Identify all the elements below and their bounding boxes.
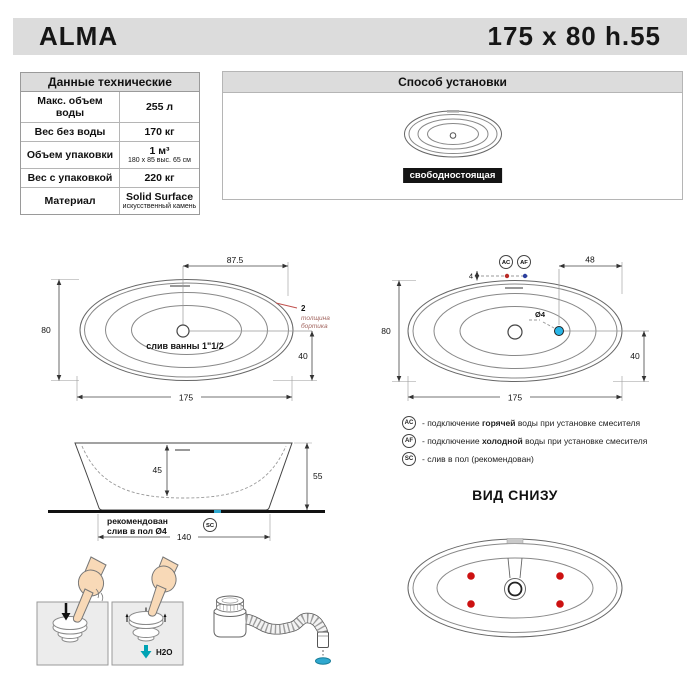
dim-faucet-offset: 4 bbox=[469, 272, 473, 281]
drain-siphon-illustration bbox=[213, 595, 331, 665]
legend-text: - подключение холодной воды при установк… bbox=[422, 435, 648, 446]
af-badge: AF bbox=[402, 433, 416, 448]
bottom-view-title: ВИД СНИЗУ bbox=[472, 487, 558, 503]
row-value-main: Solid Surface bbox=[125, 191, 194, 203]
foot-marker bbox=[556, 572, 564, 580]
row-label: Материал bbox=[21, 188, 120, 214]
touching-hand-icon bbox=[147, 556, 179, 617]
foot-marker bbox=[467, 600, 475, 608]
table-row: Объем упаковки 1 м³ 180 x 85 выс. 65 см bbox=[21, 142, 199, 169]
hole-diameter-label: Ø4 bbox=[535, 310, 546, 319]
floor-drain-note-2: слив в пол Ø4 bbox=[107, 526, 167, 536]
table-row: Макс. объем воды 255 л bbox=[21, 92, 199, 123]
model-name: ALMA bbox=[39, 21, 119, 51]
dim-total-height: 55 bbox=[313, 471, 323, 481]
siphon-cap bbox=[216, 595, 244, 606]
hose-end-pipe bbox=[317, 631, 329, 648]
row-label: Макс. объем воды bbox=[21, 92, 120, 122]
row-value: Solid Surface искусственный камень bbox=[120, 188, 199, 214]
row-value: 1 м³ 180 x 85 выс. 65 см bbox=[120, 142, 199, 168]
bottom-view-drawing bbox=[407, 538, 623, 638]
ac-badge bbox=[499, 255, 513, 269]
tub-inner-contour bbox=[81, 445, 287, 499]
legend: AC - подключение горячей воды при устано… bbox=[402, 415, 648, 470]
drain-usage-icons: H2O bbox=[36, 556, 184, 666]
cold-water-dot bbox=[522, 273, 528, 279]
hole-leader bbox=[529, 319, 555, 329]
foot-marker bbox=[556, 600, 564, 608]
installation-box: Способ установки свободностоящая bbox=[222, 71, 683, 200]
freestanding-tub-icon bbox=[404, 110, 502, 158]
table-row: Вес без воды 170 кг bbox=[21, 123, 199, 142]
dim-height: 80 bbox=[41, 325, 51, 335]
model-size: 175 x 80 h.55 bbox=[487, 21, 661, 51]
drain-hole bbox=[176, 324, 190, 338]
legend-row-af: AF - подключение холодной воды при устан… bbox=[402, 433, 648, 448]
af-badge bbox=[517, 255, 531, 269]
dim-length: 175 bbox=[508, 393, 522, 403]
row-value: 220 кг bbox=[144, 172, 175, 184]
h2o-label: H2O bbox=[156, 648, 172, 657]
table-row: Материал Solid Surface искусственный кам… bbox=[21, 188, 199, 214]
dim-hole-to-edge: 40 bbox=[630, 351, 640, 361]
legend-text: - подключение горячей воды при установке… bbox=[422, 417, 641, 428]
tub-profile bbox=[74, 442, 293, 511]
row-value: 255 л bbox=[145, 101, 174, 113]
rim-thickness-value: 2 bbox=[301, 304, 306, 313]
installation-title: Способ установки bbox=[223, 72, 682, 93]
dim-depth: 45 bbox=[153, 465, 163, 475]
ac-badge-label: AC bbox=[502, 260, 511, 266]
dim-height: 80 bbox=[381, 326, 391, 336]
corrugated-hose bbox=[245, 612, 329, 635]
hot-water-dot bbox=[504, 273, 510, 279]
row-label: Вес с упаковкой bbox=[21, 169, 120, 187]
siphon-body bbox=[213, 612, 247, 638]
row-value-sub: искусственный камень bbox=[122, 203, 197, 210]
legend-row-sc: SC - слив в пол (рекомендован) bbox=[402, 451, 647, 466]
foot-marker bbox=[467, 572, 475, 580]
drain-plug-open bbox=[128, 611, 164, 625]
row-label: Объем упаковки bbox=[21, 142, 120, 168]
dim-half-width: 87.5 bbox=[227, 255, 244, 265]
dim-length: 175 bbox=[179, 393, 193, 403]
dim-drain-to-edge: 40 bbox=[298, 351, 308, 361]
drain-size-label: слив ванны 1"1/2 bbox=[146, 341, 224, 351]
row-value-main: 1 м³ bbox=[149, 145, 170, 157]
row-value-sub: 180 x 85 выс. 65 см bbox=[128, 157, 191, 164]
row-value: 170 кг bbox=[144, 126, 175, 138]
table-row: Вес с упаковкой 220 кг bbox=[21, 169, 199, 188]
pressing-hand-icon bbox=[72, 556, 107, 623]
side-view-drawing: SC 45 55 140 рекомендован слив в пол Ø4 bbox=[48, 442, 325, 542]
rim-leader-line bbox=[275, 302, 298, 309]
tech-table-title: Данные технические bbox=[21, 73, 199, 92]
floor-drain-note-1: рекомендован bbox=[107, 516, 168, 526]
ac-badge: AC bbox=[402, 415, 416, 430]
faucet-hole-dot bbox=[554, 326, 564, 336]
overflow-mark bbox=[506, 538, 524, 544]
floor-drain-hole bbox=[315, 657, 331, 665]
legend-row-ac: AC - подключение горячей воды при устано… bbox=[402, 415, 647, 430]
dim-hole-offset: 48 bbox=[585, 255, 595, 265]
drain-hole bbox=[507, 324, 523, 340]
row-label: Вес без воды bbox=[21, 123, 120, 141]
sc-badge: SC bbox=[402, 451, 416, 466]
tech-table: Данные технические Макс. объем воды 255 … bbox=[20, 72, 200, 215]
header-bar: ALMA 175 x 80 h.55 bbox=[13, 18, 687, 55]
top-view-drawing: 87.5 80 40 175 2 толщина бортика слив ва… bbox=[41, 255, 330, 403]
af-badge-label: AF bbox=[520, 260, 528, 266]
legend-text: - слив в пол (рекомендован) bbox=[422, 453, 534, 464]
rim-note-line2: бортика bbox=[301, 322, 328, 330]
sc-badge bbox=[203, 518, 217, 532]
top-view-connections-drawing: AC AF 4 48 80 40 175 Ø4 bbox=[381, 255, 649, 403]
freestanding-label: свободностоящая bbox=[402, 168, 503, 183]
dim-base-length: 140 bbox=[177, 532, 191, 542]
sc-badge-label: SC bbox=[206, 523, 215, 529]
rim-note-line1: толщина bbox=[301, 315, 330, 322]
